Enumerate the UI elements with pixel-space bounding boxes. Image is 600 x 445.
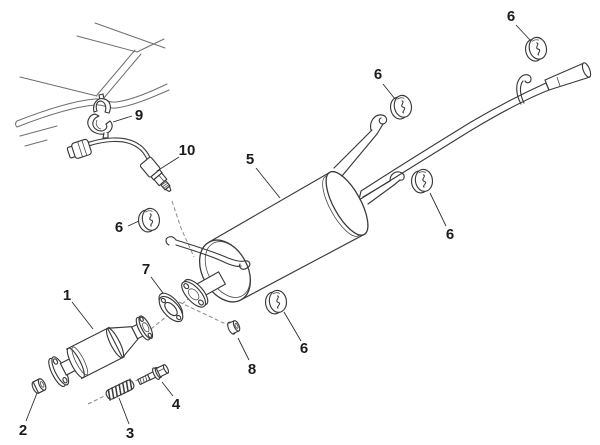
- callout-7-label: 7: [142, 261, 150, 278]
- nut-8-drawing: [227, 320, 241, 335]
- nut-2-drawing: [31, 378, 47, 394]
- callout-6-label: 6: [300, 340, 308, 357]
- muffler-hanger-rods: [333, 114, 405, 205]
- oxygen-sensor-drawing: [66, 137, 172, 193]
- callout-6-label: 6: [374, 66, 382, 83]
- callout-4-label: 4: [172, 396, 181, 413]
- callout-labels: 1 2 3 4 5 6 6 6 6 6 7 8 9 10: [19, 8, 515, 442]
- muffler-drawing: [165, 74, 532, 308]
- muffler-end-strap: [165, 236, 251, 270]
- callout-3-label: 3: [126, 425, 134, 442]
- callout-5-label: 5: [246, 151, 254, 168]
- callout-6-label: 6: [115, 219, 123, 236]
- exhaust-clamp-drawing: [87, 93, 113, 139]
- catalytic-converter-drawing: [48, 315, 154, 388]
- callout-10-label: 10: [179, 142, 196, 159]
- callout-8-label: 8: [248, 361, 256, 378]
- callout-9-label: 9: [135, 107, 143, 124]
- spring-drawing: [105, 378, 135, 401]
- callout-6-label: 6: [446, 226, 454, 243]
- callout-6-label: 6: [507, 8, 515, 25]
- sensor-connector: [66, 138, 92, 159]
- leader-lines: [25, 24, 531, 425]
- bolt-drawing: [137, 364, 170, 386]
- tailpipe-drawing: [358, 62, 592, 201]
- sensor-body: [139, 156, 172, 193]
- callout-1-label: 1: [63, 287, 71, 304]
- callout-2-label: 2: [19, 422, 27, 439]
- muffler-inlet-flange: [181, 278, 209, 308]
- gasket-drawing: [158, 292, 184, 323]
- tailpipe-hook: [516, 74, 532, 105]
